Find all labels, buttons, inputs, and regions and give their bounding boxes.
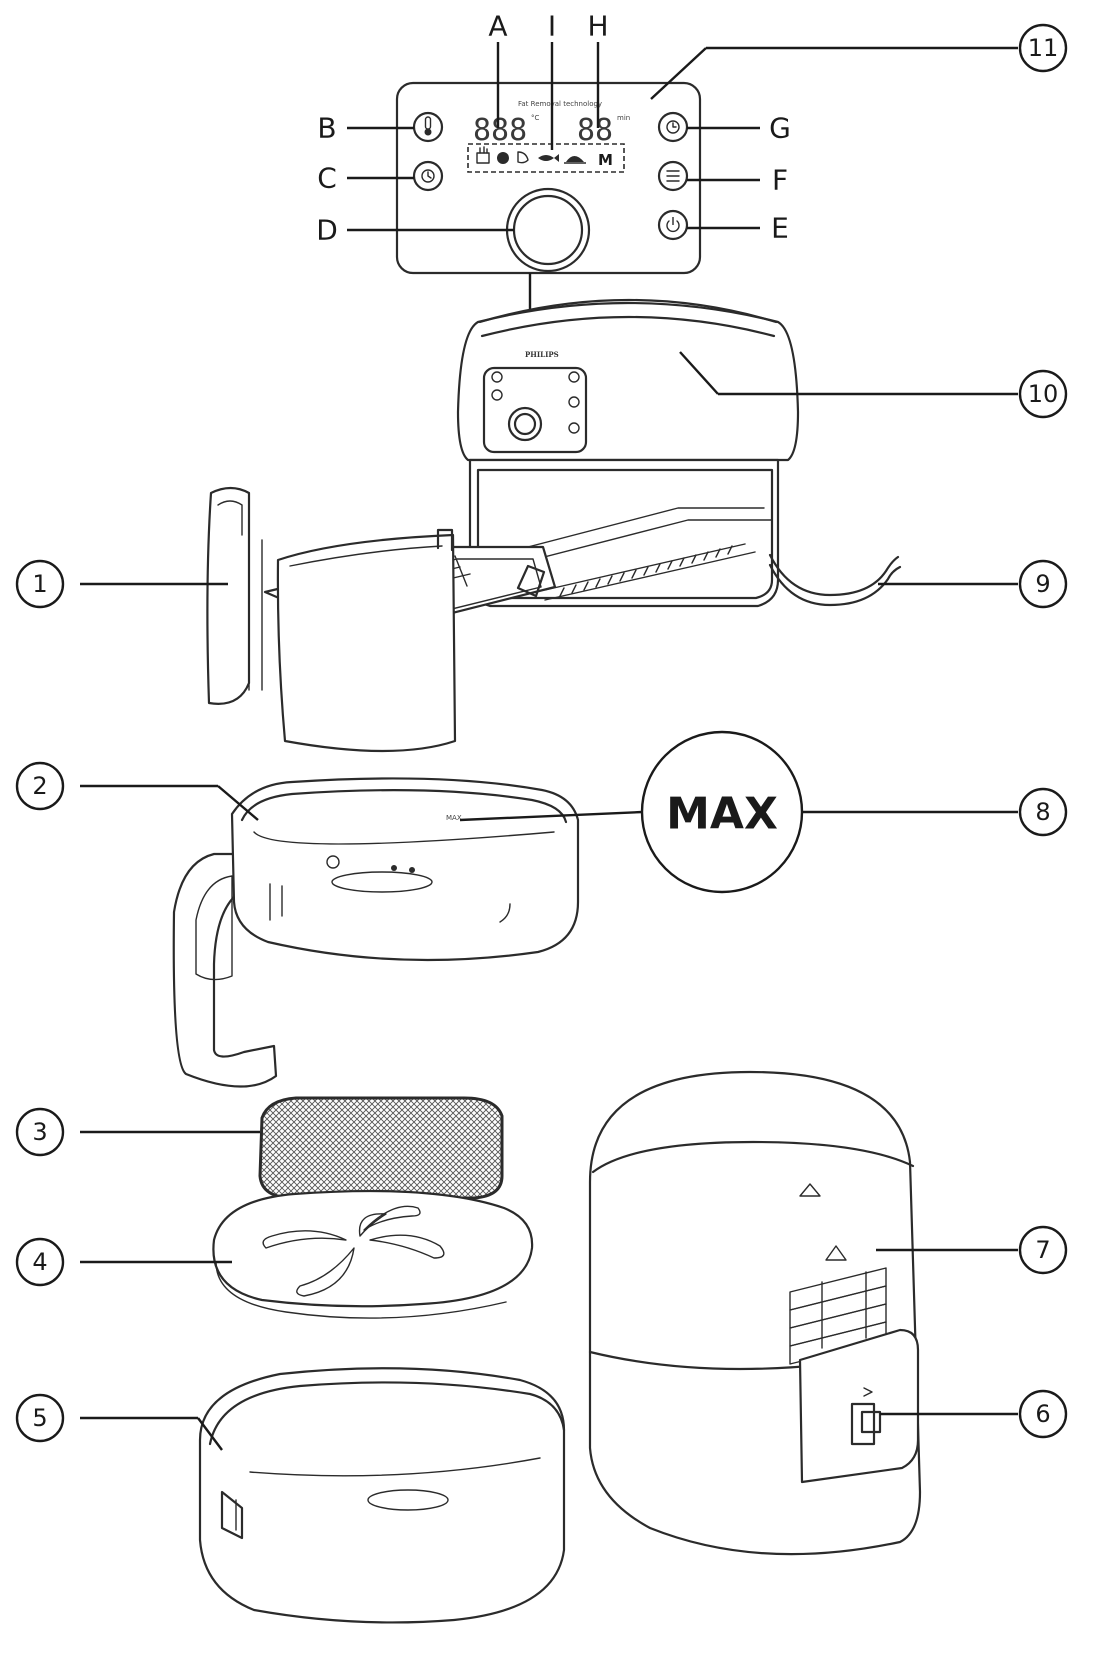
callout-10: 10 (1018, 369, 1068, 419)
cake-preset-icon (564, 156, 586, 164)
panel-labels: A I H B C D G F E (316, 10, 791, 247)
svg-text:5: 5 (32, 1404, 47, 1432)
numbered-callouts: 11 10 9 8 7 6 (15, 23, 1068, 1451)
callout-6: 6 (1018, 1389, 1068, 1439)
svg-text:6: 6 (1035, 1400, 1050, 1428)
keep-warm-icon (421, 169, 435, 183)
callout-2: 2 (15, 761, 65, 811)
callout-7: 7 (1018, 1225, 1068, 1275)
svg-text:4: 4 (32, 1248, 47, 1276)
part-1-drawer (206, 486, 557, 753)
drawer-rail-slots (559, 545, 733, 597)
svg-text:8: 8 (1035, 798, 1050, 826)
callout-11: 11 (1018, 23, 1068, 73)
label-H: H (587, 10, 608, 43)
svg-text:2: 2 (32, 772, 47, 800)
drumstick-preset-icon (497, 152, 509, 164)
air-outlet-vents (789, 1267, 887, 1365)
appliance-brand: PHILIPS (525, 350, 559, 359)
label-F: F (772, 164, 788, 197)
label-B: B (317, 112, 336, 145)
panel-brand-text: Fat Removal technology (518, 100, 602, 108)
control-panel: Fat Removal technology 888 °C 88 min M (395, 81, 702, 275)
part-5-outer-pan (198, 1367, 566, 1624)
svg-text:9: 9 (1035, 570, 1050, 598)
svg-text:10: 10 (1028, 380, 1059, 408)
label-G: G (769, 112, 791, 145)
callout-4: 4 (15, 1237, 65, 1287)
svg-text:3: 3 (32, 1118, 47, 1146)
max-callout: MAX (640, 730, 804, 894)
max-callout-text: MAX (666, 789, 778, 840)
thermometer-icon (424, 116, 432, 136)
star-blades (262, 1205, 445, 1297)
callout-5: 5 (15, 1393, 65, 1443)
label-E: E (771, 212, 789, 245)
svg-text:11: 11 (1028, 34, 1059, 62)
fish-preset-icon (538, 154, 559, 162)
temperature-unit: °C (531, 114, 540, 122)
part-2-basket: MAX (172, 777, 580, 1088)
label-I: I (548, 10, 556, 43)
airfryer-housing-rear (588, 1070, 922, 1556)
control-dial[interactable] (505, 187, 591, 273)
temperature-display: 888 (473, 113, 527, 148)
callout-3: 3 (15, 1107, 65, 1157)
temperature-button[interactable] (412, 111, 444, 143)
svg-text:7: 7 (1035, 1236, 1050, 1264)
manual-preset-label: M (598, 151, 613, 169)
power-button[interactable] (657, 209, 689, 241)
menu-list-icon (666, 170, 680, 182)
label-C: C (317, 162, 337, 195)
time-display: 88 (577, 113, 613, 148)
basket-max-mark: MAX (446, 814, 462, 822)
part-4-fat-reducer (212, 1189, 534, 1319)
label-D: D (316, 214, 338, 247)
callout-9: 9 (1018, 559, 1068, 609)
svg-text:1: 1 (32, 570, 47, 598)
chicken-preset-icon (517, 151, 529, 164)
timer-icon (666, 120, 680, 134)
keep-warm-button[interactable] (412, 160, 444, 192)
power-icon (666, 217, 680, 233)
callout-1: 1 (15, 559, 65, 609)
preset-icons-row: M (476, 146, 613, 169)
label-A: A (488, 10, 507, 43)
fries-preset-icon (476, 146, 490, 164)
time-unit: min (617, 114, 630, 122)
timer-button[interactable] (657, 111, 689, 143)
callout-8: 8 (1018, 787, 1068, 837)
menu-button[interactable] (657, 160, 689, 192)
